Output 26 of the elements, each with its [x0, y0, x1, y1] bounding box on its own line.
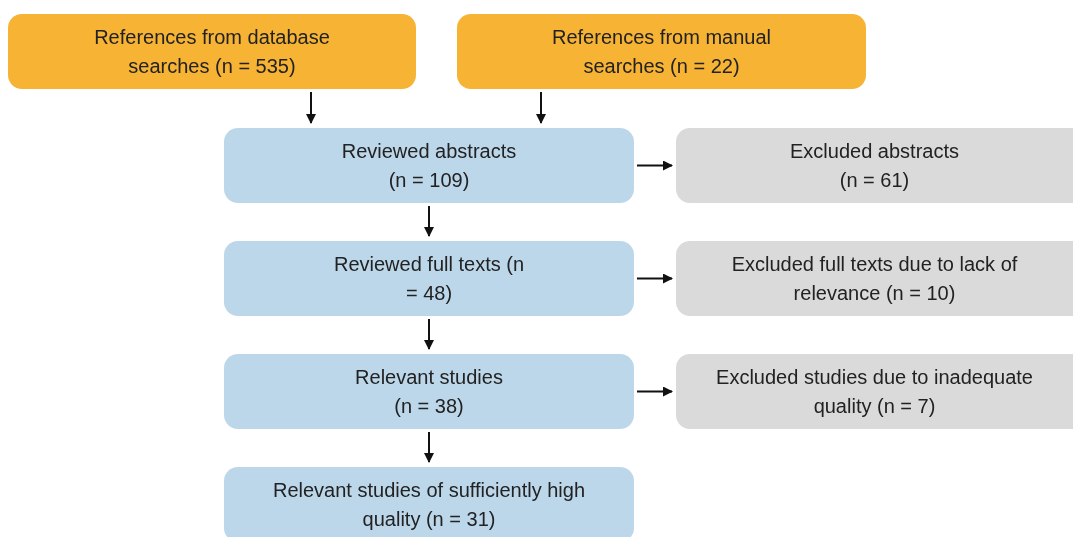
arrow — [636, 160, 673, 171]
process-box — [224, 354, 634, 429]
exclusion-box — [676, 354, 1073, 429]
arrow — [424, 318, 434, 350]
box-label: Excluded abstracts (n = 61) — [789, 138, 960, 193]
box-label: Excluded full texts due to lack of relevance (n = 10) — [730, 251, 1019, 306]
box-label: Reviewed abstracts (n = 109) — [340, 138, 518, 193]
arrow — [536, 91, 546, 124]
arrow — [636, 386, 673, 397]
process-box — [224, 128, 634, 203]
box-label: Relevant studies (n = 38) — [354, 364, 504, 419]
process-box — [224, 241, 634, 316]
arrow — [636, 273, 673, 284]
box-label: Relevant studies of sufficiently high quality (n = 31) — [272, 477, 586, 532]
box-label: Reviewed full texts (n = 48) — [332, 251, 526, 306]
source-box — [457, 14, 866, 89]
source-box — [8, 14, 416, 89]
exclusion-box — [676, 241, 1073, 316]
box-label: Excluded studies due to inadequate quality (n = 7) — [715, 364, 1034, 419]
arrow — [306, 91, 316, 124]
box-label: References from manual searches (n = 22) — [551, 24, 772, 79]
box-label: References from database searches (n = 535) — [93, 24, 331, 79]
exclusion-box — [676, 128, 1073, 203]
arrow — [424, 431, 434, 463]
arrow — [424, 205, 434, 237]
process-box — [224, 467, 634, 537]
